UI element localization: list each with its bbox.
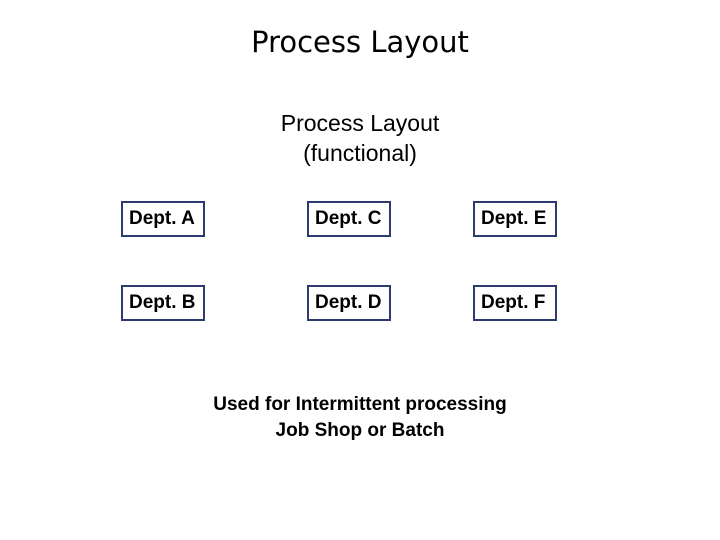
dept-box-label: Dept. C [315,208,382,229]
caption-line-1: Used for Intermittent processing [213,394,507,415]
dept-box-f[interactable]: Dept. F [473,285,557,321]
dept-box-a[interactable]: Dept. A [121,201,205,237]
dept-box-d[interactable]: Dept. D [307,285,391,321]
dept-box-b[interactable]: Dept. B [121,285,205,321]
dept-box-label: Dept. F [481,292,546,313]
dept-box-label: Dept. B [129,292,196,313]
dept-box-label: Dept. E [481,208,547,229]
dept-box-e[interactable]: Dept. E [473,201,557,237]
caption-block: Used for Intermittent processing Job Sho… [0,392,720,444]
dept-box-label: Dept. D [315,292,382,313]
dept-box-c[interactable]: Dept. C [307,201,391,237]
page-title: Process Layout [251,25,469,59]
subtitle-line-1: Process Layout [280,110,440,136]
subtitle-block: Process Layout (functional) [0,108,720,168]
dept-box-label: Dept. A [129,208,195,229]
subtitle-line-2: (functional) [303,140,417,166]
caption-line-2: Job Shop or Batch [275,420,445,441]
